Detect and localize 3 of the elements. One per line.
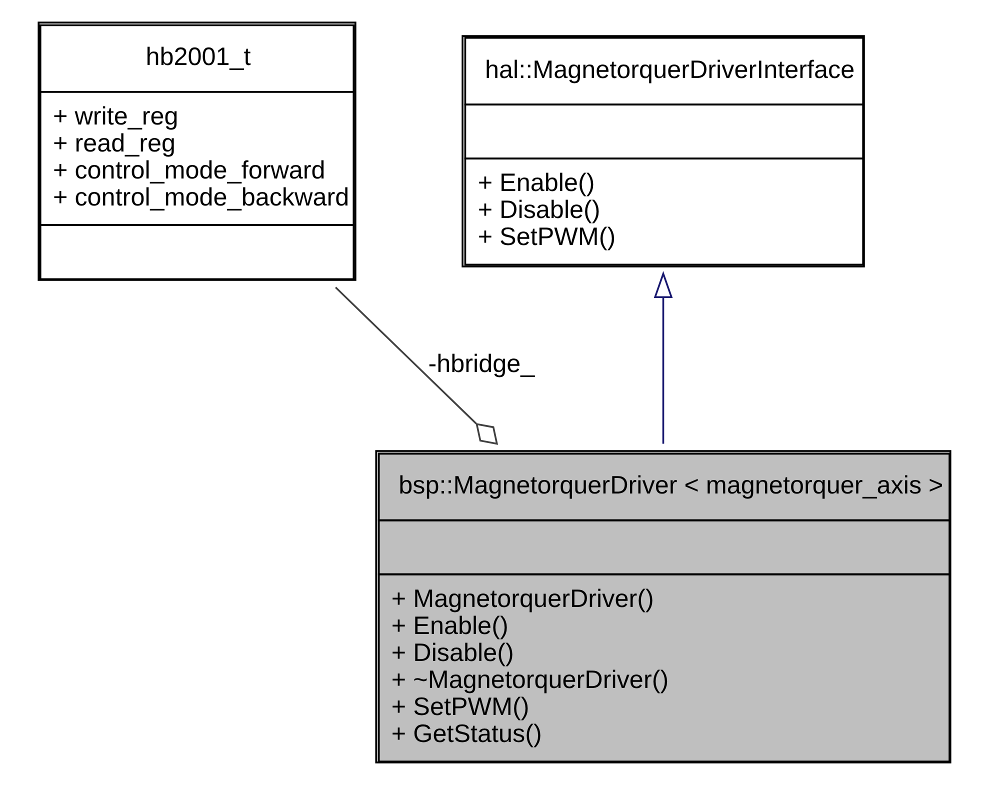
edge-label: -hbridge_ [428,350,534,378]
arrow [653,271,672,444]
connector [334,286,498,445]
